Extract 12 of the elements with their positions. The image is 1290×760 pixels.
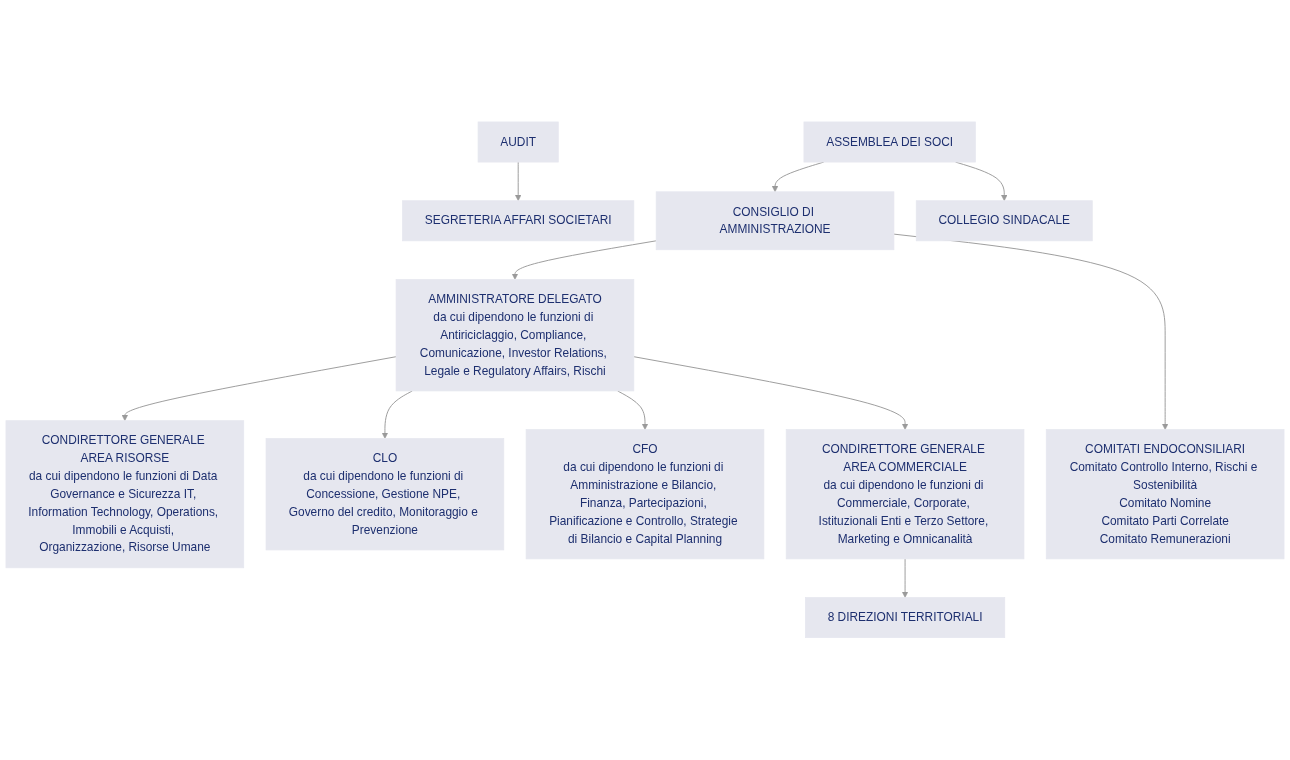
node-box: COLLEGIO SINDACALE <box>915 200 1093 242</box>
node-box: CONDIRETTORE GENERALE AREA RISORSE da cui dipendono le funzioni di Data Governance e Sicurezza IT, Information Technology, Operations, Immobili e Acquisti, Organizzazione, Risorse Umane <box>5 420 245 569</box>
node-box: CONSIGLIO DI AMMINISTRAZIONE <box>655 191 895 251</box>
node-box: CONDIRETTORE GENERALE AREA COMMERCIALE da cui dipendono le funzioni di Commerciale, Corporate, Istituzionali Enti e Terzo Settore, Marketing e Omnicanalità <box>785 429 1025 560</box>
node-box: 8 DIREZIONI TERRITORIALI <box>805 597 1006 639</box>
node-box: COMITATI ENDOCONSILIARI Comitato Controllo Interno, Rischi e Sostenibilità Comitato Nomine Comitato Parti Correlate Comitato Remunerazioni <box>1045 429 1285 560</box>
node-box: AMMINISTRATORE DELEGATO da cui dipendono le funzioni di Antiriciclaggio, Compliance, Comunicazione, Investor Relations, Legale e Regulatory Affairs, Rischi <box>395 279 635 392</box>
node-box: CLO da cui dipendono le funzioni di Concessione, Gestione NPE, Governo del credito, Monitoraggio e Prevenzione <box>265 438 505 551</box>
node-box: ASSEMBLEA DEI SOCI <box>803 121 976 163</box>
node-box: SEGRETERIA AFFARI SOCIETARI <box>402 200 635 242</box>
node-box: AUDIT <box>477 121 559 163</box>
node-box: CFO da cui dipendono le funzioni di Amministrazione e Bilancio, Finanza, Partecipazioni, Pianificazione e Controllo, Strategie di Bilancio e Capital Planning <box>525 429 765 560</box>
